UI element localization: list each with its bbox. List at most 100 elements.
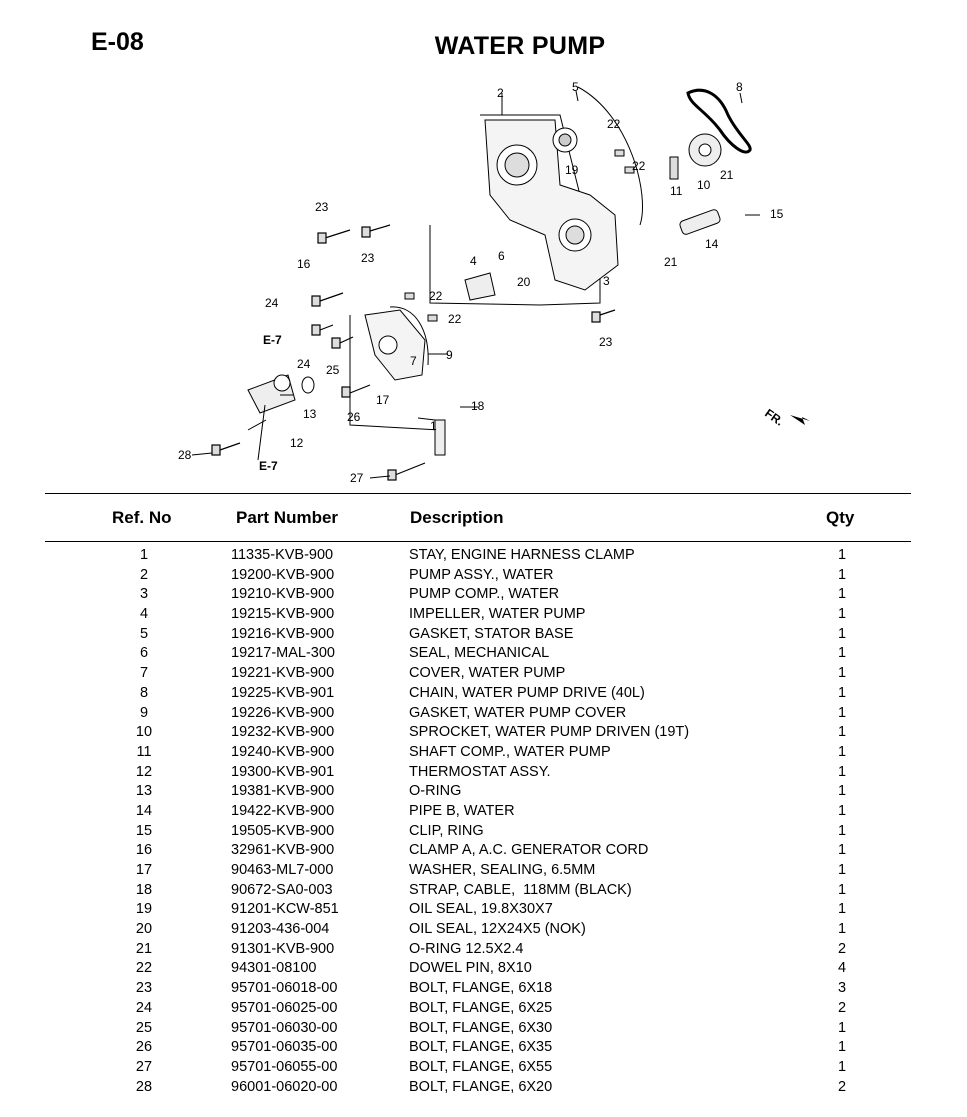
qty-cell: 1 bbox=[837, 586, 847, 603]
qty-cell: 1 bbox=[837, 547, 847, 563]
part-number-cell: 90672-SA0-003 bbox=[231, 881, 333, 898]
header-part-number: Part Number bbox=[236, 508, 339, 527]
description-cell: SPROCKET, WATER PUMP DRIVEN (19T) bbox=[409, 724, 690, 741]
part-number-cell: 19200-KVB-900 bbox=[231, 566, 335, 583]
description-cell: DOWEL PIN, 8X10 bbox=[409, 960, 532, 977]
description-cell: O-RING 12.5X2.4 bbox=[409, 940, 524, 957]
part-number-cell: 91203-436-004 bbox=[231, 921, 330, 938]
exploded-parts-diagram: 1 2 3 4 5 6 7 8 9 10 11 12 13 14 15 16 1… bbox=[178, 80, 810, 485]
table-row: 9 19226-KVB-900 GASKET, WATER PUMP COVER 1 bbox=[0, 705, 967, 725]
qty-cell: 1 bbox=[837, 743, 847, 760]
description-cell: STRAP, CABLE, 118MM (BLACK) bbox=[409, 881, 632, 898]
header-qty: Qty bbox=[826, 508, 855, 527]
ref-no-cell: 17 bbox=[135, 862, 153, 878]
ref-no-cell: 9 bbox=[139, 704, 149, 721]
part-number-cell: 95701-06018-00 bbox=[231, 980, 338, 997]
callout-12: 12 bbox=[290, 436, 304, 450]
description-cell: BOLT, FLANGE, 6X30 bbox=[409, 1019, 553, 1036]
description-cell: OIL SEAL, 19.8X30X7 bbox=[409, 901, 553, 918]
ref-no-cell: 19 bbox=[135, 901, 153, 918]
callout-15: 15 bbox=[770, 207, 784, 221]
qty-cell: 1 bbox=[837, 881, 847, 898]
part-number-cell: 91201-KCW-851 bbox=[231, 901, 339, 918]
ref-no-cell: 25 bbox=[135, 1019, 153, 1036]
callout-25: 25 bbox=[326, 363, 340, 377]
part-number-cell: 19505-KVB-900 bbox=[231, 822, 335, 839]
qty-cell: 1 bbox=[837, 763, 847, 780]
part-number-cell: 19216-KVB-900 bbox=[231, 625, 335, 642]
callout-14: 14 bbox=[705, 237, 719, 251]
qty-cell: 1 bbox=[837, 606, 847, 623]
description-cell: PUMP ASSY., WATER bbox=[409, 566, 554, 583]
callout-20: 20 bbox=[517, 275, 531, 289]
ref-no-cell: 5 bbox=[139, 625, 149, 642]
ref-e7-lower: E-7 bbox=[259, 459, 278, 473]
table-row: 5 19216-KVB-900 GASKET, STATOR BASE 1 bbox=[0, 626, 967, 646]
callout-23c: 23 bbox=[599, 335, 613, 349]
ref-no-cell: 1 bbox=[139, 547, 149, 563]
qty-cell: 1 bbox=[837, 1058, 847, 1075]
description-cell: SEAL, MECHANICAL bbox=[409, 645, 550, 662]
part-number-cell: 19215-KVB-900 bbox=[231, 606, 335, 623]
callout-1: 1 bbox=[430, 419, 437, 433]
part-number-cell: 19221-KVB-900 bbox=[231, 665, 335, 682]
part-number-cell: 19226-KVB-900 bbox=[231, 704, 335, 721]
table-top-rule bbox=[45, 493, 911, 494]
part-number-cell: 19240-KVB-900 bbox=[231, 743, 335, 760]
ref-no-cell: 21 bbox=[135, 940, 153, 957]
qty-cell: 4 bbox=[837, 960, 847, 977]
ref-no-cell: 26 bbox=[135, 1039, 153, 1056]
part-number-cell: 90463-ML7-000 bbox=[231, 862, 334, 878]
callout-6: 6 bbox=[498, 249, 505, 263]
callout-22b: 22 bbox=[632, 159, 646, 173]
part-number-cell: 96001-06020-00 bbox=[231, 1078, 338, 1095]
table-row: 25 95701-06030-00 BOLT, FLANGE, 6X30 1 bbox=[0, 1020, 967, 1040]
ref-no-cell: 6 bbox=[139, 645, 149, 662]
ref-no-cell: 14 bbox=[135, 802, 153, 819]
qty-cell: 2 bbox=[837, 940, 847, 957]
ref-no-cell: 13 bbox=[135, 783, 153, 800]
table-row: 19 91201-KCW-851 OIL SEAL, 19.8X30X7 1 bbox=[0, 901, 967, 921]
header-ref-no: Ref. No bbox=[112, 508, 172, 527]
qty-cell: 1 bbox=[837, 1019, 847, 1036]
ref-no-cell: 8 bbox=[139, 684, 149, 701]
qty-cell: 1 bbox=[837, 901, 847, 918]
part-number-cell: 95701-06030-00 bbox=[231, 1019, 338, 1036]
callout-22c: 22 bbox=[429, 289, 443, 303]
description-cell: GASKET, STATOR BASE bbox=[409, 625, 574, 642]
part-number-cell: 91301-KVB-900 bbox=[231, 940, 335, 957]
qty-cell: 1 bbox=[837, 625, 847, 642]
qty-cell: 1 bbox=[837, 704, 847, 721]
part-number-cell: 19225-KVB-901 bbox=[231, 684, 335, 701]
description-cell: O-RING bbox=[409, 783, 462, 800]
ref-no-cell: 10 bbox=[135, 724, 153, 741]
callout-22: 22 bbox=[607, 117, 621, 131]
ref-e7-upper: E-7 bbox=[263, 333, 282, 347]
callout-24: 24 bbox=[265, 296, 279, 310]
ref-no-cell: 4 bbox=[139, 606, 149, 623]
description-cell: BOLT, FLANGE, 6X20 bbox=[409, 1078, 553, 1095]
callout-21: 21 bbox=[720, 168, 734, 182]
part-number-cell: 19422-KVB-900 bbox=[231, 802, 335, 819]
page-title: WATER PUMP bbox=[434, 32, 606, 60]
ref-no-cell: 24 bbox=[135, 999, 153, 1016]
description-cell: GASKET, WATER PUMP COVER bbox=[409, 704, 627, 721]
qty-cell: 1 bbox=[837, 1039, 847, 1056]
front-direction-label: FR. bbox=[762, 406, 786, 429]
part-number-cell: 94301-08100 bbox=[231, 960, 317, 977]
description-cell: BOLT, FLANGE, 6X55 bbox=[409, 1058, 553, 1075]
